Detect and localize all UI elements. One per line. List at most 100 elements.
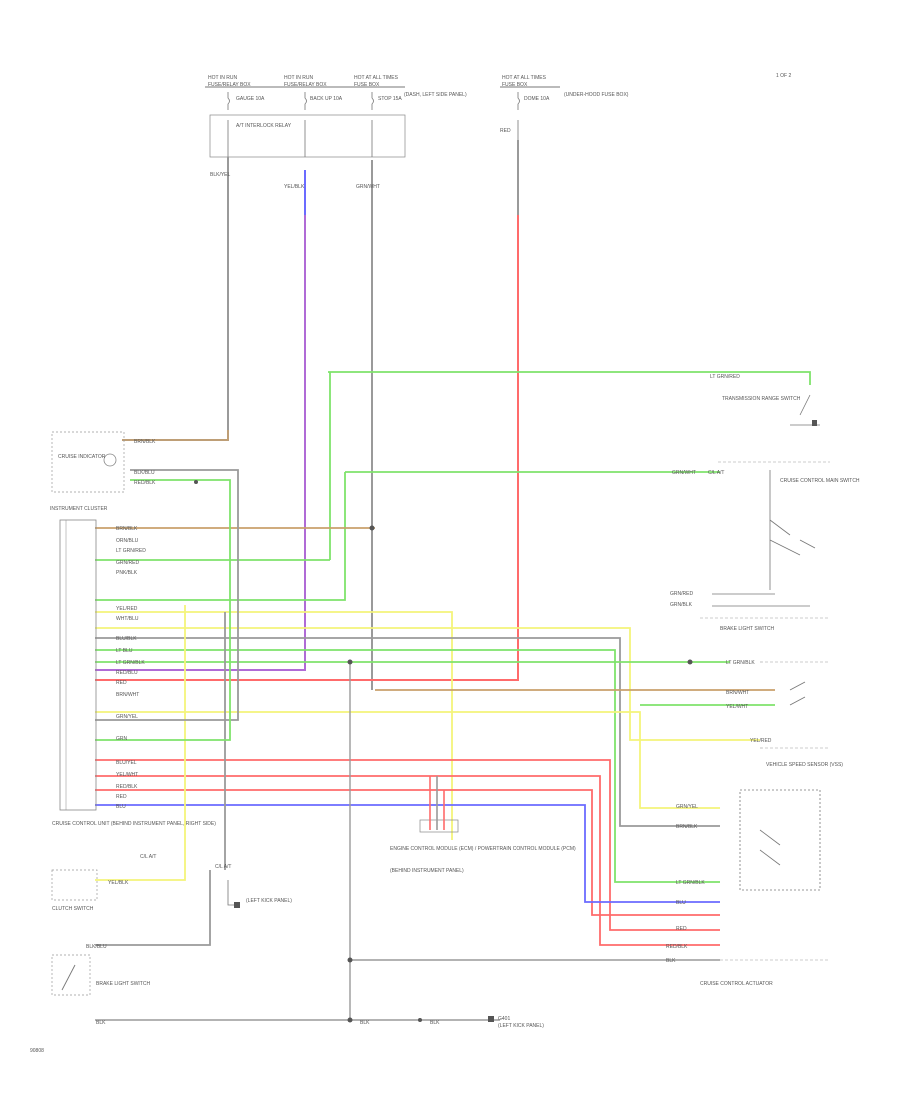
pin-label: RED (116, 680, 127, 686)
wire-label-grn-blk: GRN/BLK (670, 602, 693, 608)
ground-g401-loc: (LEFT KICK PANEL) (498, 1023, 544, 1029)
ecm-connector: ENGINE CONTROL MODULE (ECM) / POWERTRAIN… (390, 776, 576, 874)
ltgrn-wire-1 (95, 649, 720, 883)
red-wire-2 (95, 775, 720, 946)
pin-label: RED (116, 794, 127, 800)
brake-switch-label: BRAKE LIGHT SWITCH (720, 626, 774, 632)
under-hood-label: (UNDER-HOOD FUSE BOX) (564, 92, 629, 98)
pin-label: WHT/BLU (116, 616, 139, 622)
dome-feed-wire-red (95, 215, 519, 681)
footer-code: 90808 (30, 1048, 44, 1054)
backup-feed-wire-purple (95, 215, 306, 671)
vss-label: VEHICLE SPEED SENSOR (VSS) (766, 762, 843, 768)
wire-label-red: RED (500, 128, 511, 134)
vertical-feed-wires (95, 140, 519, 690)
cruise-unit-label: CRUISE CONTROL UNIT (BEHIND INSTRUMENT P… (52, 821, 216, 827)
pin-label: GRN (116, 736, 128, 742)
wire-label-blk-3: BLK (360, 1020, 370, 1026)
fuse-2-label: FUSE/RELAY BOX (284, 82, 327, 88)
page-ref: 1 OF 2 (776, 73, 792, 79)
fuse-4-name: HOT AT ALL TIMES (502, 75, 547, 81)
wire-label-ltgrn-blk: LT GRN/BLK (726, 660, 755, 666)
wire-label-yel-blk: YEL/BLK (284, 184, 305, 190)
right-components: LT GRN/RED TRANSMISSION RANGE SWITCH GRN… (666, 374, 860, 987)
wire-label-blu: BLU (676, 900, 686, 906)
instrument-cluster: INSTRUMENT CLUSTER CRUISE CONTROL UNIT (… (50, 506, 216, 827)
fuse-box-group: HOT IN RUN FUSE/RELAY BOX GAUGE 10A HOT … (205, 75, 629, 158)
fuse-1-label: FUSE/RELAY BOX (208, 82, 251, 88)
fuse-2-name: HOT IN RUN (284, 75, 313, 81)
splice-points (194, 480, 693, 1023)
c-at-label-2: C/L A/T (215, 864, 232, 870)
red-wire-1 (95, 759, 720, 931)
gray-wire-3 (95, 870, 211, 946)
fuse-1-name: HOT IN RUN (208, 75, 237, 81)
wire-label-grn-red: GRN/RED (670, 591, 693, 597)
cruise-indicator-label: CRUISE INDICATOR (58, 454, 106, 460)
wire-label-red-blk: RED/BLK (666, 944, 688, 950)
blue-wire (95, 804, 720, 903)
gauge-feed-wire (122, 157, 229, 441)
interlock-label: A/T INTERLOCK RELAY (236, 123, 292, 129)
pin-label: BLU/BLK (116, 636, 137, 642)
pin-label: BRN/WHT (116, 692, 139, 698)
pin-label: LT GRN/RED (116, 548, 146, 554)
wire-label-yel: YEL/RED (750, 738, 772, 744)
wire-label-yel-wht: YEL/WHT (726, 704, 748, 710)
ground-label: (LEFT KICK PANEL) (246, 898, 292, 904)
pin-label: BLU (116, 804, 126, 810)
wire-label-blk-2: BLK (96, 1020, 106, 1026)
pin-label: BLK/BLU (134, 470, 155, 476)
wire-label-ltgrn-blk-2: LT GRN/BLK (676, 880, 705, 886)
pin-label: YEL/WHT (116, 772, 138, 778)
fuse-3-rating: STOP 15A (378, 96, 402, 102)
fuse-4-label: FUSE BOX (502, 82, 528, 88)
top-wire-labels: BLK/YEL YEL/BLK GRN/WHT RED (210, 128, 511, 190)
wire-label-red-2: RED (676, 926, 687, 932)
pin-label: RED/BLK (134, 480, 156, 486)
fuse-3-label: FUSE BOX (354, 82, 380, 88)
yel-blk-vert (95, 605, 186, 881)
wire-label-blk-blu: BLK/BLU (86, 944, 107, 950)
wire-label-brn-blk: BRN/BLK (676, 824, 698, 830)
fuse-1-rating: GAUGE 10A (236, 96, 265, 102)
wire-label-yel-grn: GRN/YEL (676, 804, 698, 810)
brake-sw-2-label: BRAKE LIGHT SWITCH (96, 981, 150, 987)
cruise-switch-label: CRUISE CONTROL MAIN SWITCH (780, 478, 860, 484)
wire-label-blk-yel: BLK/YEL (210, 172, 231, 178)
gray-top-wire (95, 469, 239, 721)
fuse-3-name: HOT AT ALL TIMES (354, 75, 399, 81)
fuse-box-note: (DASH, LEFT SIDE PANEL) (404, 92, 467, 98)
pin-label: YEL/RED (116, 606, 138, 612)
wire-label-blk-4: BLK (430, 1020, 440, 1026)
yel-wire-2 (95, 627, 760, 741)
fuse-2-rating: BACK UP 10A (310, 96, 343, 102)
c-at-label: C/L A/T (140, 854, 157, 860)
pin-label: BRN/BLK (116, 526, 138, 532)
pin-label: RED/BLU (116, 670, 138, 676)
wire-label-dim: C/L A/T (708, 470, 725, 476)
cruise-indicator: CRUISE INDICATOR (51, 431, 125, 493)
right-wiring (95, 371, 811, 1021)
ltgrn-red-wire (328, 371, 811, 385)
fuse-4-rating: DOME 10A (524, 96, 550, 102)
pin-label: BLU/YEL (116, 760, 137, 766)
wire-label-yel-blk-2: YEL/BLK (108, 880, 129, 886)
pin-label: RED/BLK (116, 784, 138, 790)
actuator-label: CRUISE CONTROL ACTUATOR (700, 981, 773, 987)
wire-label-ltgrn-red: LT GRN/RED (710, 374, 740, 380)
gauge-feed-wire-brown (122, 430, 229, 441)
pin-label: ORN/BLU (116, 538, 139, 544)
ecm-sub: (BEHIND INSTRUMENT PANEL) (390, 868, 464, 874)
cluster-pin-labels: BRN/BLK ORN/BLU LT GRN/RED GRN/RED PNK/B… (116, 439, 156, 810)
bottom-left-components: C/L A/T C/L A/T YEL/BLK CLUTCH SWITCH (L… (51, 854, 544, 1029)
clutch-switch-label: CLUTCH SWITCH (52, 906, 94, 912)
gray-wire-1 (95, 637, 720, 827)
pin-label: LT GRN/BLK (116, 660, 145, 666)
wire-label-brn-wht: BRN/WHT (726, 690, 749, 696)
wire-label-grn-wht-2: GRN/WHT (672, 470, 696, 476)
wire-label-blk: BLK (666, 958, 676, 964)
ground-g401: G401 (498, 1016, 510, 1022)
pin-label: PNK/BLK (116, 570, 138, 576)
ecm-label: ENGINE CONTROL MODULE (ECM) / POWERTRAIN… (390, 846, 576, 852)
